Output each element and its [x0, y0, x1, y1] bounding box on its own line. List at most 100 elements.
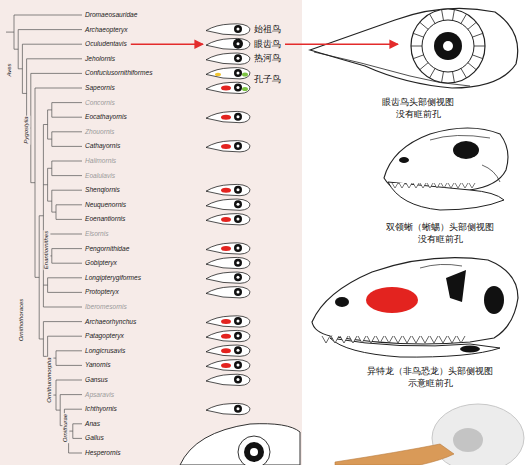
illustration-part [399, 183, 405, 188]
tree-branch [56, 410, 60, 411]
illustration-part [442, 10, 444, 21]
tree-branch [39, 215, 43, 216]
tree-branch [48, 168, 52, 169]
illustration-part [412, 336, 420, 343]
figure-caption: 双领蜥（蜥蜴）头部侧视图 [386, 222, 494, 233]
tree-branch [14, 15, 82, 16]
tree-branch [52, 263, 82, 264]
skull-icon [206, 111, 250, 122]
tree-branch [48, 201, 52, 202]
illustration-part [221, 188, 231, 193]
illustration-part [394, 336, 402, 343]
illustration-part [335, 444, 454, 465]
tree-branch [27, 58, 82, 59]
taxon-name: Jeholornis [85, 55, 115, 63]
tree-branch [43, 285, 47, 286]
tree-branch [52, 161, 82, 162]
taxon-name: Yanornis [85, 361, 111, 369]
illustration-part [221, 115, 231, 120]
illustration-part [399, 157, 409, 163]
illustration-part [242, 72, 248, 76]
illustration-part [237, 407, 240, 410]
illustration-part [237, 115, 240, 118]
taxon-name: Ichthyornis [85, 405, 117, 413]
lizard-skull [384, 128, 508, 210]
illustration-part [385, 336, 393, 343]
illustration-part [206, 38, 250, 49]
illustration-part [392, 183, 475, 188]
tree-branch [35, 88, 82, 89]
illustration-part [250, 448, 258, 456]
illustration-part [206, 316, 250, 327]
illustration-part [206, 82, 250, 93]
modern-bird-skull [180, 424, 300, 465]
illustration-part [430, 336, 438, 343]
tree-branch [39, 338, 43, 339]
illustration-part [234, 69, 242, 77]
illustration-part [237, 28, 240, 31]
taxon-name: Longipterygiformes [85, 274, 141, 282]
illustration-part [221, 348, 231, 353]
illustration-part [206, 199, 250, 210]
taxon-name: Archaeorhynchus [85, 318, 136, 326]
illustration-part [206, 287, 250, 298]
skull-icon [206, 257, 250, 268]
illustration-part [234, 84, 242, 92]
illustration-part [484, 286, 504, 314]
illustration-part [206, 257, 250, 268]
taxon-name: Hesperornis [85, 449, 121, 457]
illustration-part [427, 183, 433, 188]
illustration-part [392, 183, 398, 188]
taxon-name-grey: Halimornis [85, 157, 116, 165]
illustration-part [472, 55, 482, 59]
illustration-part [482, 165, 500, 182]
illustration-part [455, 183, 461, 188]
illustration-part [420, 183, 426, 188]
taxon-name-grey: Apsaravis [85, 391, 114, 399]
illustration-part [474, 46, 485, 47]
figure-caption: 没有眶前孔 [396, 109, 441, 120]
illustration-part [331, 336, 339, 343]
illustration-part [420, 22, 428, 29]
tree-branch [52, 175, 82, 176]
tree-branch [52, 248, 82, 249]
tree-branch [18, 29, 82, 30]
illustration-part [403, 336, 411, 343]
tree-branch [22, 44, 82, 45]
tree-branch [14, 49, 18, 50]
illustration-part [237, 57, 240, 60]
taxon-name: Gobipteryx [85, 259, 117, 267]
tree-branch [69, 453, 82, 454]
taxon-name: Shenqiornis [85, 186, 120, 194]
tree-branch [43, 184, 47, 185]
illustration-part [322, 336, 330, 343]
illustration-part [234, 142, 242, 150]
taxon-name: Confuciusornithiformes [85, 69, 152, 77]
illustration-part [340, 336, 348, 343]
illustration-part [442, 72, 444, 83]
illustration-part [441, 183, 447, 188]
illustration-part [206, 111, 250, 122]
illustration-part [420, 264, 462, 268]
clade-name: Ornithothoraces [18, 298, 25, 343]
illustration-part [206, 184, 250, 195]
illustration-part [244, 442, 264, 462]
illustration-part [421, 336, 429, 343]
taxon-name: Sapeornis [85, 84, 115, 92]
chinese-name: 始祖鸟 [254, 24, 281, 35]
tree-branch [48, 336, 82, 337]
illustration-part [206, 24, 250, 35]
illustration-part [367, 336, 375, 343]
illustration-part [453, 72, 455, 83]
chinese-name: 孔子鸟 [254, 74, 281, 85]
illustration-part [206, 141, 250, 152]
illustration-part [234, 332, 242, 340]
illustration-part [234, 273, 242, 281]
tree-branch [56, 365, 82, 366]
taxon-name-grey: Zhouornis [85, 128, 114, 136]
illustration-part [6, 15, 82, 453]
illustration-part [237, 42, 240, 45]
illustration-part [413, 55, 423, 59]
